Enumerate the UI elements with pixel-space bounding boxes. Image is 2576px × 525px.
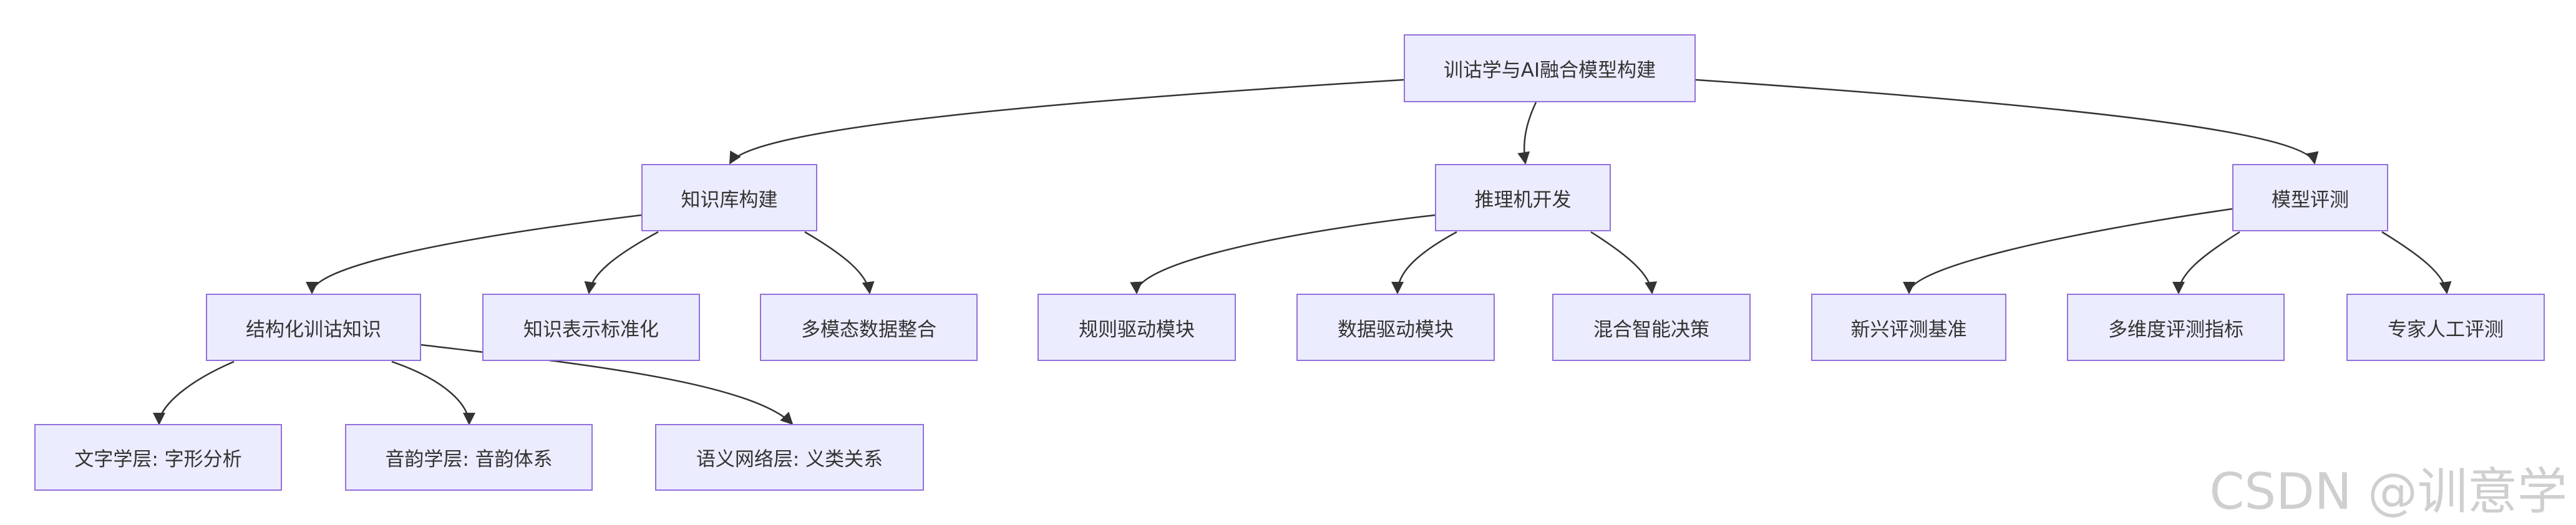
edge-root-to-knowledge-base [729,79,1404,165]
edge-eval-to-expert [2381,231,2452,294]
edge-ie-to-data [1391,231,1457,294]
node-data-driven: 数据驱动模块 [1296,294,1495,361]
node-script-layer: 文字学层: 字形分析 [34,424,282,491]
edge-ie-to-hybrid [1590,231,1658,294]
node-phonology-layer: 音韵学层: 音韵体系 [345,424,593,491]
edge-eval-to-benchmark [1903,208,2233,294]
edge-root-to-inference-engine [1517,102,1537,165]
node-knowledge-base: 知识库构建 [641,164,817,231]
node-multidimensional-metrics: 多维度评测指标 [2067,294,2285,361]
edge-kb-to-structured [306,214,642,294]
edge-kb-to-standardization [584,231,659,294]
node-inference-engine: 推理机开发 [1435,164,1611,231]
node-structured-knowledge: 结构化训诂知识 [206,294,421,361]
edge-ie-to-rule [1130,214,1436,294]
edge-root-to-evaluation [1695,79,2319,165]
node-hybrid-decision: 混合智能决策 [1552,294,1751,361]
node-semantic-network-layer: 语义网络层: 义类关系 [655,424,924,491]
node-emerging-benchmark: 新兴评测基准 [1811,294,2006,361]
node-evaluation: 模型评测 [2232,164,2388,231]
csdn-watermark: CSDN @训意学 [2209,463,2567,521]
edge-eval-to-metrics [2172,231,2240,294]
edge-structured-to-phonology [391,360,475,425]
node-knowledge-standardization: 知识表示标准化 [482,294,700,361]
edge-structured-to-script [153,360,235,425]
node-expert-evaluation: 专家人工评测 [2346,294,2545,361]
node-rule-driven: 规则驱动模块 [1038,294,1236,361]
node-multimodal-integration: 多模态数据整合 [760,294,978,361]
edge-kb-to-multimodal [804,231,875,294]
root-node: 训诂学与AI融合模型构建 [1404,34,1696,102]
